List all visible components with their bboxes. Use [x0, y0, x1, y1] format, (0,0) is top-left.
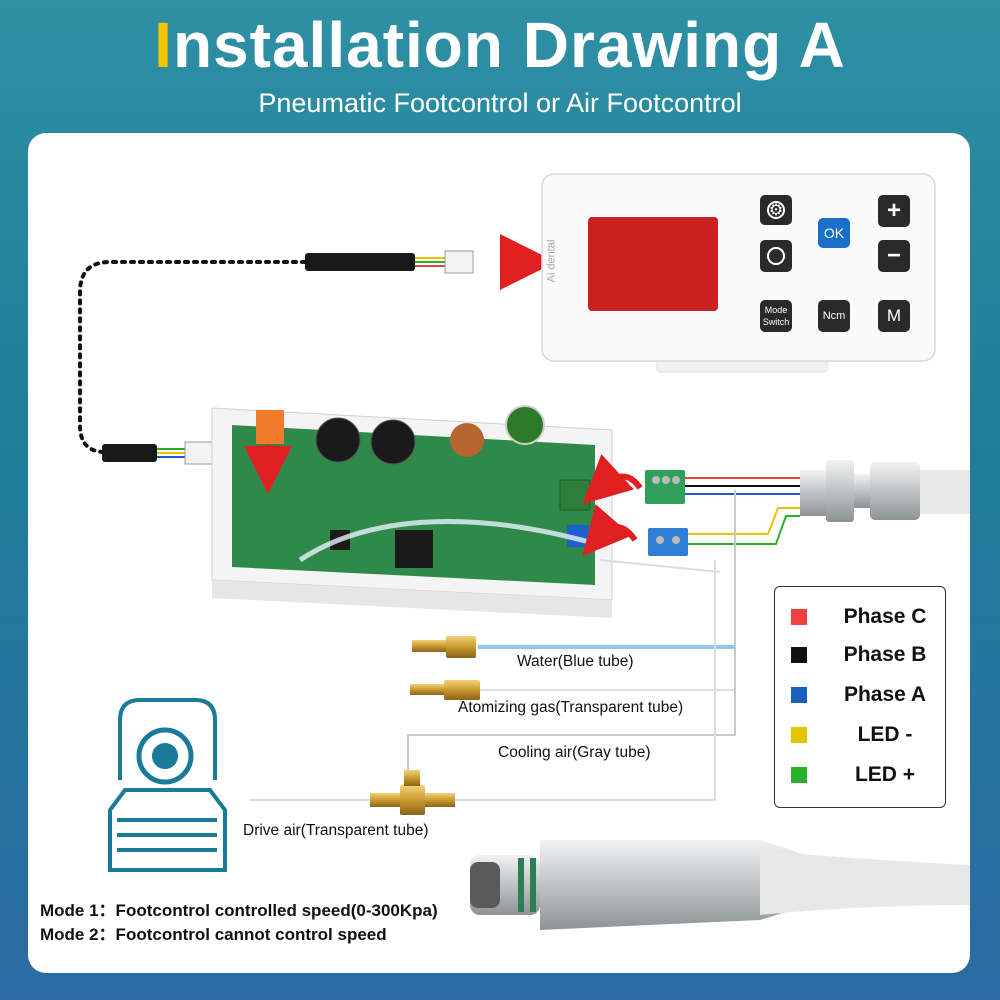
wire-color-legend: Phase C Phase B Phase A LED - LED + — [774, 586, 946, 808]
reverse-button[interactable] — [760, 240, 792, 272]
legend-row-led-minus: LED - — [775, 715, 945, 755]
pcb-board — [211, 405, 613, 618]
foot-pedal — [108, 698, 227, 872]
legend-row-phase-a: Phase A — [775, 675, 945, 715]
water-fitting — [412, 636, 476, 658]
controller-brand: Ai dental — [545, 239, 558, 283]
legend-row-phase-b: Phase B — [775, 635, 945, 675]
legend-swatch-led-plus — [791, 767, 807, 783]
led-terminal-block — [648, 528, 688, 556]
phase-terminal-block — [645, 470, 685, 504]
legend-label-led-plus: LED + — [854, 763, 916, 786]
plus-button-label: + — [886, 197, 901, 224]
controller-unit — [541, 173, 936, 373]
page-title: Installation Drawing A — [0, 8, 1000, 82]
motor-connector — [800, 460, 970, 522]
mode-switch-line2: Switch — [762, 317, 790, 327]
motor-wires — [685, 477, 800, 545]
ncm-button-label: Ncm — [822, 310, 846, 322]
legend-swatch-phase-c — [791, 609, 807, 625]
legend-swatch-phase-b — [791, 647, 807, 663]
tube-lines — [250, 490, 736, 801]
title-first-letter: I — [154, 9, 173, 81]
water-tube-label: Water(Blue tube) — [517, 653, 634, 670]
settings-button[interactable]: ⚙ — [760, 195, 792, 225]
handpiece — [470, 840, 970, 930]
minus-button-label: − — [886, 242, 901, 269]
bottom-cable-connector — [102, 441, 214, 465]
drive-air-fitting — [370, 770, 455, 815]
legend-swatch-led-minus — [791, 727, 807, 743]
plus-button[interactable]: + — [878, 195, 910, 227]
legend-row-phase-c: Phase C — [775, 597, 945, 637]
minus-button[interactable]: − — [878, 240, 910, 272]
atomizing-fitting — [410, 680, 480, 700]
mode-1-text: Mode 1：Footcontrol controlled speed(0-30… — [40, 901, 438, 920]
page-subtitle: Pneumatic Footcontrol or Air Footcontrol — [258, 88, 742, 118]
mode-switch-line1: Mode — [764, 305, 788, 315]
title-rest: nstallation Drawing A — [172, 9, 846, 81]
phase-terminal-arrow — [582, 454, 643, 505]
ok-button[interactable]: OK — [818, 218, 850, 248]
ncm-button[interactable]: Ncm — [818, 300, 850, 332]
m-button[interactable]: M — [878, 300, 910, 332]
mode-2-text: Mode 2：Footcontrol cannot control speed — [40, 925, 387, 944]
atomizing-tube-label: Atomizing gas(Transparent tube) — [458, 699, 684, 716]
mode-switch-button[interactable]: Mode Switch — [760, 300, 792, 332]
legend-row-led-plus: LED + — [775, 755, 945, 795]
legend-swatch-phase-a — [791, 687, 807, 703]
m-button-label: M — [886, 306, 902, 325]
ok-button-label: OK — [823, 225, 845, 241]
legend-label-phase-a: Phase A — [843, 683, 927, 706]
dotted-cable — [78, 260, 307, 454]
legend-label-phase-b: Phase B — [843, 643, 927, 666]
settings-gear-icon: ⚙ — [768, 202, 784, 219]
drive-tube-label: Drive air(Transparent tube) — [243, 822, 429, 839]
cooling-tube-label: Cooling air(Gray tube) — [498, 744, 651, 761]
legend-label-led-minus: LED - — [857, 723, 913, 746]
legend-label-phase-c: Phase C — [843, 605, 927, 628]
led-terminal-arrow — [582, 504, 638, 557]
top-cable-connector — [305, 234, 556, 290]
